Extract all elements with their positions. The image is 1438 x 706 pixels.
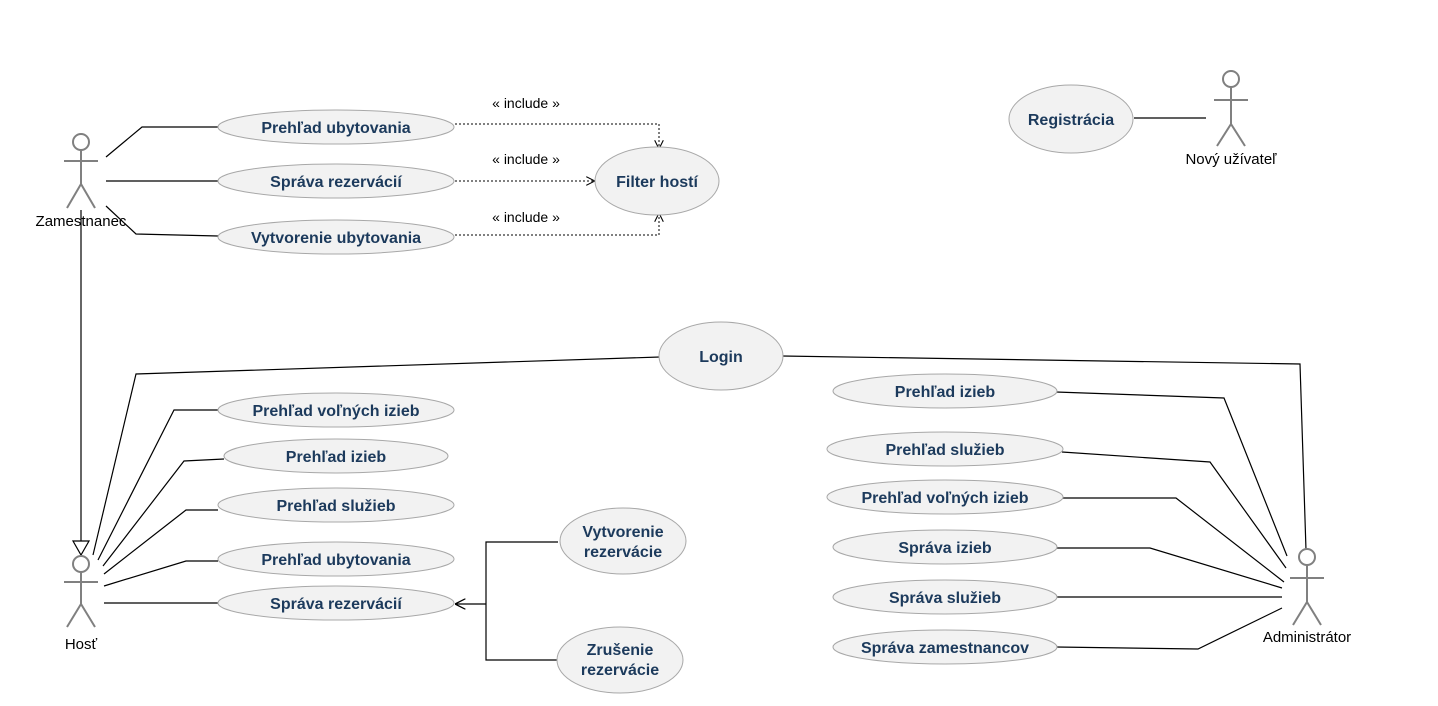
use-case-adm-sprava-izieb[interactable]: Správa izieb (832, 529, 1058, 565)
include-label-1: « include » (492, 95, 560, 111)
actor-leg-left (66, 603, 82, 628)
actor-head (72, 555, 90, 573)
actor-leg-left (1216, 123, 1232, 147)
actor-leg-right (1306, 601, 1322, 626)
actor-leg-right (80, 183, 96, 209)
actor-label-novy-uzivatel: Nový užívateľ (1185, 151, 1277, 168)
actor-label-host: Hosť (65, 636, 98, 653)
use-case-label: Filter hostí (616, 174, 698, 191)
assoc-administrator-prehlad-izieb (1055, 391, 1288, 557)
assoc-host-prehlad-sluzieb (103, 509, 218, 575)
include-line-3 (455, 214, 659, 236)
actor-host[interactable] (64, 555, 98, 628)
use-case-label: Správa rezervácií (270, 596, 402, 613)
assoc-host-prehlad-ubytovania (103, 560, 218, 587)
use-case-label-line-1: Zrušenie (587, 642, 654, 659)
use-case-label: Prehľad voľných izieb (252, 403, 419, 420)
use-case-zam-prehlad-ubytovania[interactable]: Prehľad ubytovania (217, 109, 455, 145)
use-case-label: Správa zamestnancov (861, 640, 1029, 657)
use-case-adm-sprava-zamestnancov[interactable]: Správa zamestnancov (832, 629, 1058, 665)
use-case-label: Prehľad voľných izieb (861, 490, 1028, 507)
assoc-zamestnanec-vytvorenie-ubytovania (105, 205, 219, 237)
use-case-registracia[interactable]: Registrácia (1008, 84, 1134, 154)
actor-head (72, 133, 90, 151)
actor-label-zamestnanec: Zamestnanec (36, 213, 127, 230)
use-case-label: Správa služieb (889, 590, 1001, 607)
use-case-vytvorenie-rezervacie[interactable]: Vytvorenie rezervácie (559, 507, 687, 575)
actor-leg-left (1292, 601, 1308, 626)
use-case-zam-sprava-rezervacii[interactable]: Správa rezervácií (217, 163, 455, 199)
assoc-host-prehlad-volnych-izieb (97, 409, 218, 561)
use-case-label: Vytvorenie ubytovania (251, 230, 421, 247)
use-case-label-line-1: Vytvorenie (582, 524, 663, 541)
assoc-administrator-prehlad-sluzieb (1061, 451, 1287, 569)
use-case-label: Prehľad ubytovania (261, 120, 410, 137)
use-case-filter-hosti[interactable]: Filter hostí (594, 146, 720, 216)
line-zrusenie-rezervacie (485, 604, 558, 661)
use-case-host-sprava-rezervacii[interactable]: Správa rezervácií (217, 585, 455, 621)
use-case-label: Správa rezervácií (270, 174, 402, 191)
actor-head (1298, 548, 1316, 566)
actor-leg-right (1230, 123, 1246, 147)
use-case-adm-prehlad-volnych-izieb[interactable]: Prehľad voľných izieb (826, 479, 1064, 515)
actor-novy-uzivatel[interactable] (1214, 70, 1248, 147)
actor-leg-right (80, 603, 96, 628)
association-lines (92, 117, 1307, 650)
assoc-host-login (92, 356, 661, 556)
use-case-zrusenie-rezervacie[interactable]: Zrušenie rezervácie (556, 626, 684, 694)
relation-rezervacie-lines (456, 541, 558, 661)
actor-leg-left (66, 183, 82, 209)
use-case-adm-prehlad-izieb[interactable]: Prehľad izieb (832, 373, 1058, 409)
use-case-label: Prehľad izieb (286, 449, 387, 466)
assoc-administrator-sprava-zamestnancov (1055, 607, 1283, 650)
use-case-adm-sprava-sluzieb[interactable]: Správa služieb (832, 579, 1058, 615)
use-case-host-prehlad-volnych-izieb[interactable]: Prehľad voľných izieb (217, 392, 455, 428)
actor-administrator[interactable] (1290, 548, 1324, 626)
use-case-login[interactable]: Login (658, 321, 784, 391)
use-case-host-prehlad-izieb[interactable]: Prehľad izieb (223, 438, 449, 474)
use-case-label: Login (699, 349, 743, 366)
include-label-2: « include » (492, 151, 560, 167)
use-case-label: Prehľad izieb (895, 384, 996, 401)
use-case-zam-vytvorenie-ubytovania[interactable]: Vytvorenie ubytovania (217, 219, 455, 255)
actor-head (1222, 70, 1240, 88)
use-case-label-line-2: rezervácie (581, 662, 659, 679)
use-case-host-prehlad-ubytovania[interactable]: Prehľad ubytovania (217, 541, 455, 577)
actor-label-administrator: Administrátor (1263, 629, 1351, 646)
line-vytvorenie-rezervacie (485, 541, 558, 604)
use-case-label-line-2: rezervácie (584, 544, 662, 561)
include-dependencies (455, 123, 659, 236)
use-case-label: Prehľad služieb (885, 442, 1004, 459)
generalization-zamestnanec-host (71, 210, 91, 557)
use-case-adm-prehlad-sluzieb[interactable]: Prehľad služieb (826, 431, 1064, 467)
actor-zamestnanec[interactable] (64, 133, 98, 209)
use-cases: Prehľad ubytovania Správa rezervácií Vyt… (217, 84, 1134, 694)
assoc-administrator-sprava-izieb (1056, 547, 1283, 589)
assoc-zamestnanec-prehlad-ubytovania (105, 126, 218, 158)
use-case-label: Správa izieb (898, 540, 992, 557)
include-line-1 (455, 123, 659, 148)
use-case-label: Registrácia (1028, 112, 1114, 129)
include-label-3: « include » (492, 209, 560, 225)
use-case-label: Prehľad služieb (276, 498, 395, 515)
use-case-host-prehlad-sluzieb[interactable]: Prehľad služieb (217, 487, 455, 523)
assoc-host-prehlad-izieb (102, 458, 225, 567)
generalization-arrowhead (71, 540, 91, 557)
assoc-administrator-login (781, 355, 1307, 551)
assoc-administrator-prehlad-volnych-izieb (1062, 497, 1285, 583)
use-case-label: Prehľad ubytovania (261, 552, 410, 569)
